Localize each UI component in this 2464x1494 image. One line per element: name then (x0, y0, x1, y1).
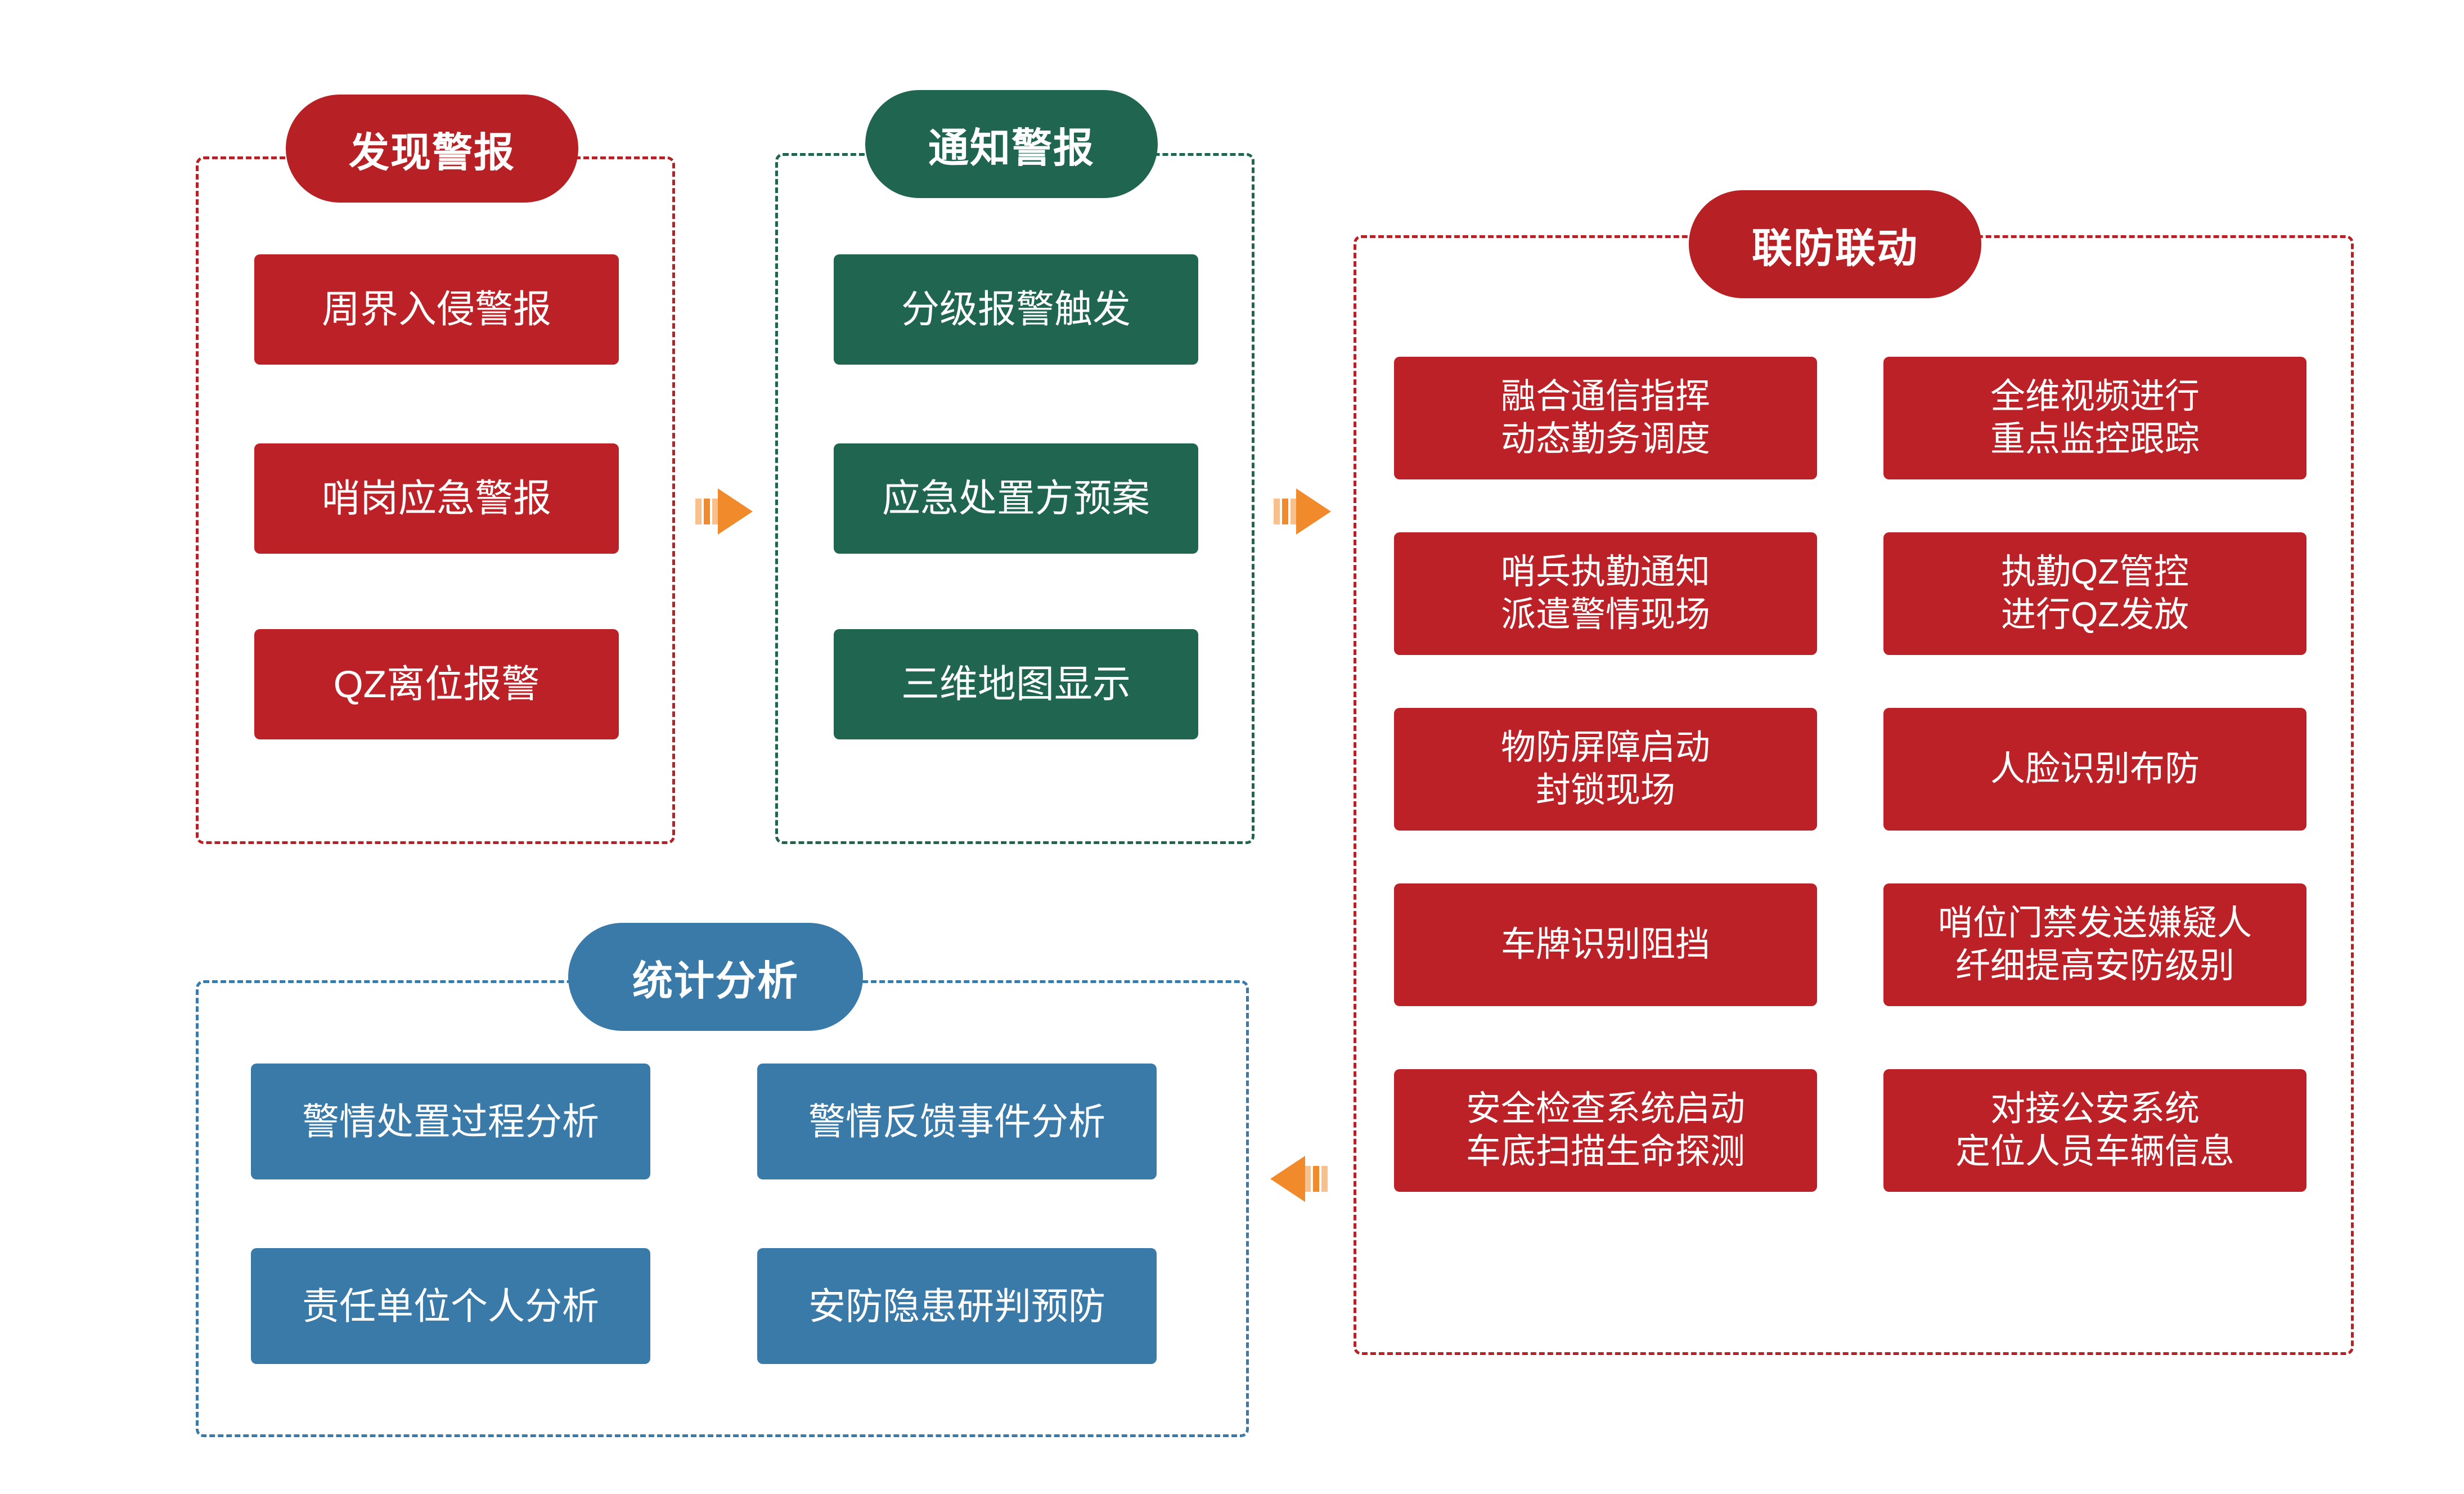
item-box-3d-map-display[interactable]: 三维地图显示 (834, 629, 1198, 739)
item-box-line2: 重点监控跟踪 (1990, 420, 2200, 459)
item-box-plate-recognition-block[interactable]: 车牌识别阻挡 (1394, 883, 1817, 1006)
item-box-line2: 定位人员车辆信息 (1955, 1132, 2234, 1171)
item-box-omni-video-tracking[interactable]: 全维视频进行 重点监控跟踪 (1883, 357, 2306, 479)
group-header-label: 联防联动 (1751, 226, 1918, 271)
item-box-text: 哨位门禁发送嫌疑人 纤细提高安防级别 (1938, 902, 2252, 987)
item-box-line2: 纤细提高安防级别 (1955, 946, 2234, 985)
item-box-perimeter-intrusion-alarm[interactable]: 周界入侵警报 (254, 254, 619, 365)
item-box-line1: 物防屏障启动 (1500, 728, 1710, 768)
item-box-duty-qz-control[interactable]: 执勤QZ管控 进行QZ发放 (1883, 532, 2306, 655)
item-box-line2: 车底扫描生命探测 (1465, 1132, 1745, 1171)
group-header-statistics[interactable]: 统计分析 (568, 923, 863, 1031)
item-box-qz-off-post-alarm[interactable]: QZ离位报警 (254, 629, 619, 739)
item-box-label: 警情反馈事件分析 (808, 1100, 1105, 1142)
item-box-alarm-handling-process-analysis[interactable]: 警情处置过程分析 (251, 1064, 650, 1179)
item-box-face-recognition-deployment[interactable]: 人脸识别布防 (1883, 708, 2306, 831)
item-box-sentry-emergency-alarm[interactable]: 哨岗应急警报 (254, 443, 619, 554)
item-box-line1: 哨位门禁发送嫌疑人 (1937, 904, 2252, 943)
item-box-line1: 融合通信指挥 (1500, 377, 1710, 416)
item-box-fusion-comm-command[interactable]: 融合通信指挥 动态勤务调度 (1394, 357, 1817, 479)
item-box-line2: 动态勤务调度 (1500, 420, 1710, 459)
item-box-text: 融合通信指挥 动态勤务调度 (1501, 375, 1710, 460)
item-box-tiered-alarm-trigger[interactable]: 分级报警触发 (834, 254, 1198, 365)
group-header-notify-alarm[interactable]: 通知警报 (865, 90, 1158, 198)
item-box-label: 安防隐患研判预防 (808, 1285, 1105, 1327)
item-box-line1: 车牌识别阻挡 (1500, 925, 1710, 964)
item-box-line2: 封锁现场 (1535, 771, 1675, 810)
item-box-text: 人脸识别布防 (1990, 748, 2200, 791)
group-header-label: 发现警报 (348, 130, 515, 176)
item-box-gate-suspect-dispatch[interactable]: 哨位门禁发送嫌疑人 纤细提高安防级别 (1883, 883, 2306, 1006)
item-box-label: 三维地图显示 (901, 662, 1131, 706)
item-box-line2: 进行QZ发放 (2000, 595, 2189, 634)
item-box-label: 警情处置过程分析 (302, 1100, 599, 1142)
item-box-text: 哨兵执勤通知 派遣警情现场 (1501, 551, 1710, 636)
item-box-text: 安全检查系统启动 车底扫描生命探测 (1466, 1088, 1745, 1173)
item-box-label: 哨岗应急警报 (321, 477, 551, 520)
item-box-line1: 执勤QZ管控 (2000, 553, 2189, 592)
item-box-responsible-unit-person-analysis[interactable]: 责任单位个人分析 (251, 1248, 650, 1364)
item-box-label: 周界入侵警报 (321, 288, 551, 331)
item-box-text: 对接公安系统 定位人员车辆信息 (1955, 1088, 2234, 1173)
item-box-line1: 安全检查系统启动 (1465, 1089, 1745, 1129)
arrow-left-icon-joint-to-statistics (1269, 1149, 1329, 1209)
item-box-label: 应急处置方预案 (882, 477, 1150, 520)
item-box-security-check-system[interactable]: 安全检查系统启动 车底扫描生命探测 (1394, 1069, 1817, 1192)
item-box-label: 分级报警触发 (901, 288, 1131, 331)
item-box-text: 车牌识别阻挡 (1501, 923, 1710, 966)
group-header-label: 统计分析 (632, 958, 799, 1004)
item-box-text: 物防屏障启动 封锁现场 (1501, 726, 1710, 811)
item-box-line1: 全维视频进行 (1990, 377, 2200, 416)
item-box-label: 责任单位个人分析 (302, 1285, 599, 1327)
item-box-line1: 人脸识别布防 (1990, 750, 2200, 789)
item-box-physical-barrier-lockdown[interactable]: 物防屏障启动 封锁现场 (1394, 708, 1817, 831)
group-panel-statistics (196, 980, 1249, 1437)
item-box-line1: 哨兵执勤通知 (1500, 553, 1710, 592)
item-box-label: QZ离位报警 (333, 662, 540, 706)
item-box-security-hazard-prevention-analysis[interactable]: 安防隐患研判预防 (757, 1248, 1157, 1364)
item-box-line1: 对接公安系统 (1990, 1089, 2200, 1129)
arrow-right-icon-discover-to-notify (694, 482, 754, 541)
item-box-emergency-response-plan[interactable]: 应急处置方预案 (834, 443, 1198, 554)
item-box-text: 执勤QZ管控 进行QZ发放 (2001, 551, 2189, 636)
item-box-alarm-feedback-event-analysis[interactable]: 警情反馈事件分析 (757, 1064, 1157, 1179)
group-header-joint-defense[interactable]: 联防联动 (1689, 190, 1981, 298)
group-header-discover-alarm[interactable]: 发现警报 (286, 95, 578, 203)
item-box-line2: 派遣警情现场 (1500, 595, 1710, 634)
item-box-sentry-duty-notice[interactable]: 哨兵执勤通知 派遣警情现场 (1394, 532, 1817, 655)
arrow-right-icon-notify-to-joint (1273, 482, 1332, 541)
item-box-text: 全维视频进行 重点监控跟踪 (1990, 375, 2200, 460)
group-header-label: 通知警报 (928, 125, 1095, 171)
item-box-police-system-integration[interactable]: 对接公安系统 定位人员车辆信息 (1883, 1069, 2306, 1192)
